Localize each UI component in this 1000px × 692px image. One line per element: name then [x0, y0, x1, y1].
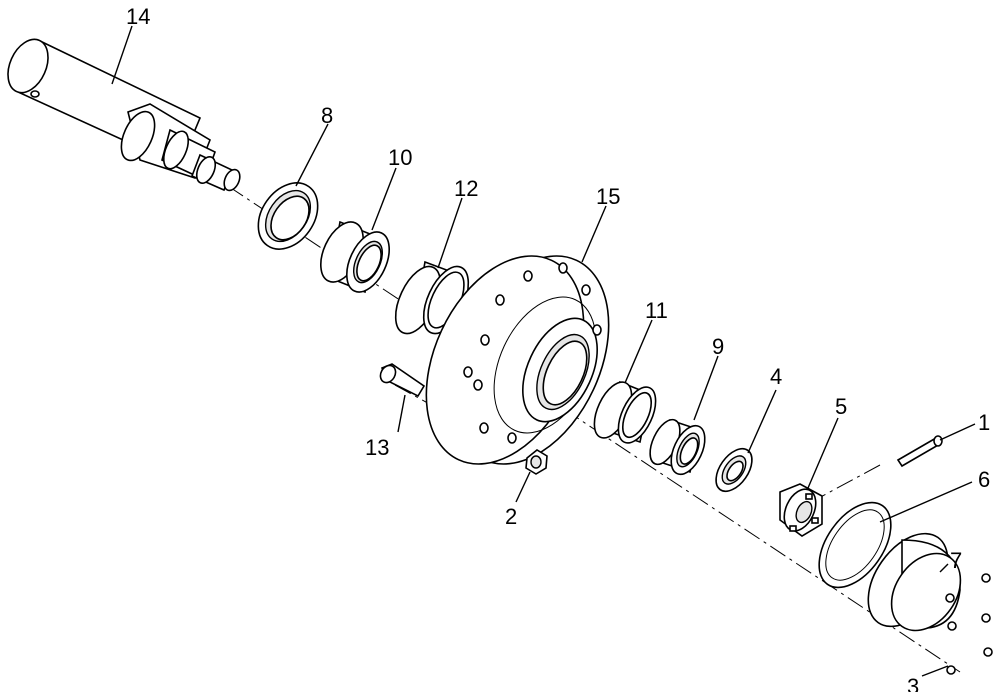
spindle-shaft	[7, 38, 241, 192]
cap-screws	[945, 573, 993, 675]
callout-13: 13	[365, 435, 389, 460]
inner-bearing	[320, 220, 390, 294]
callout-12: 12	[454, 176, 478, 201]
hub-bolt-holes	[463, 262, 602, 444]
wheel-nut	[525, 449, 548, 475]
outer-bearing	[649, 418, 706, 476]
callout-7: 7	[950, 548, 962, 573]
callout-2: 2	[505, 504, 517, 529]
washer	[715, 447, 753, 493]
callout-14: 14	[126, 4, 150, 29]
callout-5: 5	[835, 394, 847, 419]
callout-6: 6	[978, 467, 990, 492]
callout-15: 15	[596, 184, 620, 209]
wheel-hub	[425, 255, 610, 465]
callout-9: 9	[712, 334, 724, 359]
outer-bearing-cup	[593, 380, 657, 444]
callout-3: 3	[907, 674, 919, 692]
callout-10: 10	[388, 145, 412, 170]
hub-cap	[867, 532, 962, 632]
callout-4: 4	[770, 364, 782, 389]
castle-nut	[779, 483, 823, 537]
wheel-stud	[379, 363, 426, 398]
callout-1: 1	[978, 410, 990, 435]
callout-8: 8	[321, 103, 333, 128]
inner-bearing-cup	[394, 260, 470, 335]
seal-ring	[257, 182, 319, 250]
callout-11: 11	[645, 298, 668, 323]
cotter-pin	[896, 435, 943, 468]
gasket	[818, 501, 892, 589]
callout-labels: 1 2 3 4 5 6 7 8 9 10 11 12 13 14 15	[126, 4, 990, 692]
leader-lines	[111, 25, 976, 677]
